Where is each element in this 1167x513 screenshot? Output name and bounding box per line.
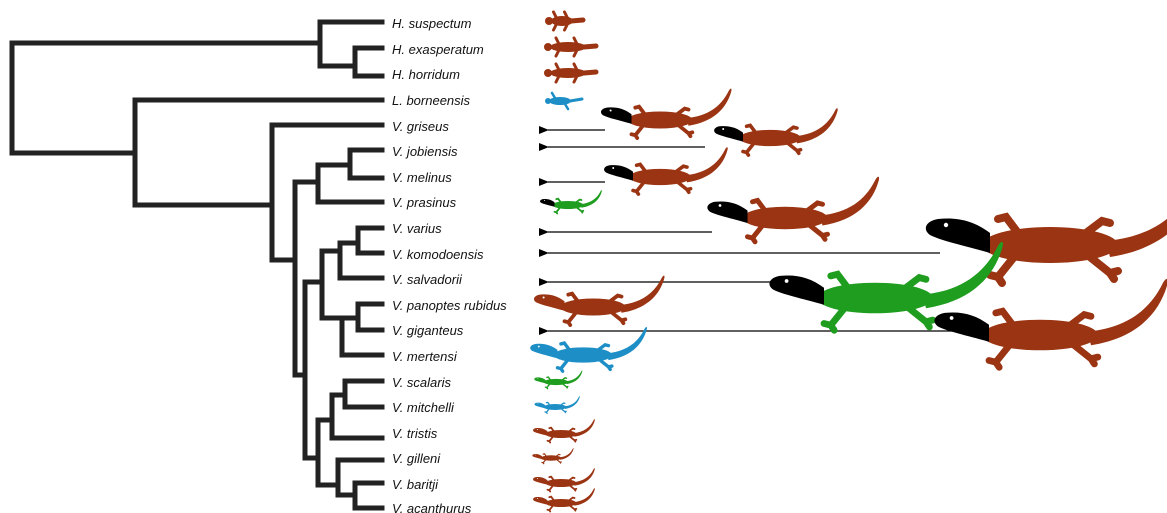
lizard-silhouette-icon bbox=[533, 419, 595, 442]
taxon-label-h-horridum: H. horridum bbox=[392, 67, 460, 82]
lizard-silhouette-icon bbox=[707, 177, 879, 242]
taxon-label-v-baritji: V. baritji bbox=[392, 477, 439, 492]
taxon-label-v-mitchelli: V. mitchelli bbox=[392, 400, 455, 415]
taxon-label-v-gilleni: V. gilleni bbox=[392, 451, 441, 466]
lizard-silhouette-icon bbox=[532, 448, 573, 464]
lizard-silhouette-icon bbox=[545, 93, 582, 109]
taxon-label-v-giganteus: V. giganteus bbox=[392, 323, 464, 338]
taxon-label-v-tristis: V. tristis bbox=[392, 426, 438, 441]
taxon-label-v-komodoensis: V. komodoensis bbox=[392, 247, 484, 262]
taxon-label-v-prasinus: V. prasinus bbox=[392, 195, 457, 210]
lizard-silhouette-icon bbox=[714, 108, 838, 155]
taxon-label-v-griseus: V. griseus bbox=[392, 119, 449, 134]
lizard-silhouette-icon bbox=[533, 488, 595, 511]
lizard-silhouette-icon bbox=[530, 327, 647, 371]
lizard-silhouettes bbox=[530, 12, 1167, 512]
taxon-label-v-scalaris: V. scalaris bbox=[392, 375, 451, 390]
phylogenetic-tree bbox=[12, 22, 382, 508]
lizard-silhouette-icon bbox=[926, 179, 1167, 283]
lizard-silhouette-icon bbox=[601, 89, 731, 138]
taxon-label-h-exasperatum: H. exasperatum bbox=[392, 42, 484, 57]
lizard-silhouette-icon bbox=[534, 370, 582, 388]
taxon-label-h-suspectum: H. suspectum bbox=[392, 16, 472, 31]
taxon-label-l-borneensis: L. borneensis bbox=[392, 93, 471, 108]
lizard-silhouette-icon bbox=[535, 396, 580, 413]
taxon-label-v-salvadorii: V. salvadorii bbox=[392, 272, 463, 287]
taxon-label-v-panoptes-rubidus: V. panoptes rubidus bbox=[392, 298, 507, 313]
taxon-label-v-acanthurus: V. acanthurus bbox=[392, 501, 472, 513]
taxon-label-v-melinus: V. melinus bbox=[392, 170, 452, 185]
lizard-silhouette-icon bbox=[544, 38, 596, 56]
lizard-silhouette-icon bbox=[540, 190, 602, 213]
taxon-label-v-jobiensis: V. jobiensis bbox=[392, 144, 458, 159]
lizard-silhouette-icon bbox=[544, 64, 596, 82]
lizard-silhouette-icon bbox=[604, 147, 728, 194]
taxon-label-v-mertensi: V. mertensi bbox=[392, 349, 458, 364]
lizard-silhouette-icon bbox=[533, 468, 595, 491]
taxon-labels: H. suspectum H. exasperatum H. horridum … bbox=[392, 16, 507, 513]
lizard-silhouette-icon bbox=[545, 12, 583, 30]
lizard-silhouette-icon bbox=[534, 276, 664, 325]
taxon-label-v-varius: V. varius bbox=[392, 221, 442, 236]
